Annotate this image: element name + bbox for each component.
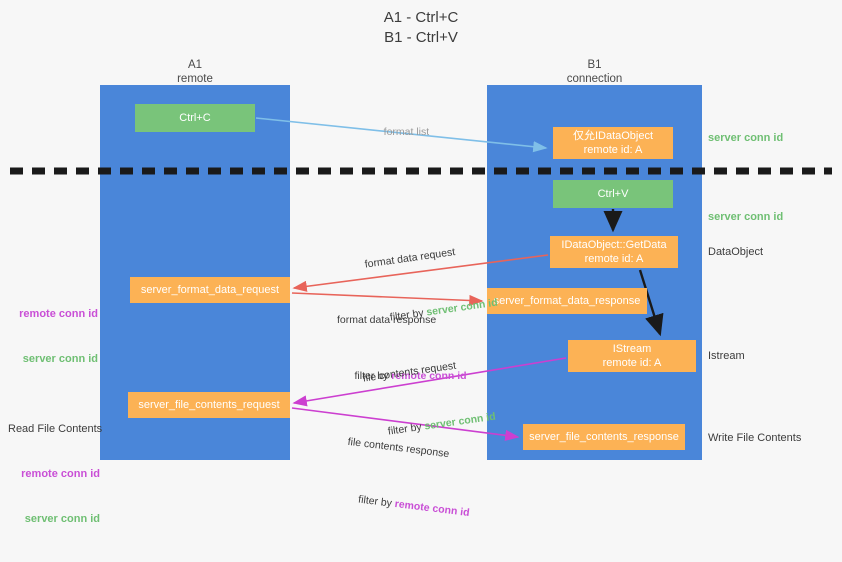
annotation-write-file-contents: Write File Contents	[708, 432, 802, 444]
box-idataobject[interactable]: 仅允IDataObject remote id: A	[553, 127, 673, 159]
annotation-read-file-group: Read File Contents remote conn id server…	[8, 392, 103, 557]
page-title: A1 - Ctrl+C B1 - Ctrl+V	[0, 8, 842, 48]
box-ctrl-c[interactable]: Ctrl+C	[135, 104, 255, 132]
box-istream[interactable]: IStream remote id: A	[568, 340, 696, 372]
box-server-format-data-response-label: server_format_data_response	[493, 295, 641, 307]
box-istream-remote-id: remote id: A	[602, 357, 662, 369]
annotation-server-conn-id-lower: server conn id	[24, 513, 100, 525]
box-idataobject-remote-id: remote id: A	[583, 144, 643, 156]
box-idataobject-getdata[interactable]: IDataObject::GetData remote id: A	[550, 236, 678, 268]
filter-value-remote-conn-id: remote conn id	[391, 370, 467, 382]
annotation-read-file-contents: Read File Contents	[8, 423, 103, 435]
box-ctrl-v[interactable]: Ctrl+V	[553, 180, 673, 208]
lane-a1-title: A1	[187, 59, 203, 71]
title-line-2: B1 - Ctrl+V	[384, 29, 458, 46]
arrow-label-file-contents-response: file contents response filter by remote …	[335, 407, 481, 562]
box-server-file-contents-request-label: server_file_contents_request	[138, 399, 280, 411]
arrow-label-format-data-response-filter: filter by remote conn id	[337, 355, 467, 397]
arrow-label-format-data-response: format data response filter by remote co…	[337, 285, 467, 425]
arrow-label-format-list-text: format list	[383, 126, 430, 138]
box-server-format-data-request-label: server_format_data_request	[140, 284, 280, 296]
box-istream-title: IStream	[612, 343, 652, 355]
lane-header-b1: B1 connection	[487, 58, 702, 86]
filter-prefix: filter by	[357, 493, 396, 510]
lane-a1-subtitle: remote	[177, 73, 213, 85]
box-server-file-contents-request[interactable]: server_file_contents_request	[128, 392, 290, 418]
box-idataobject-title: 仅允IDataObject	[572, 130, 654, 142]
box-ctrl-c-label: Ctrl+C	[179, 112, 211, 124]
box-server-format-data-request[interactable]: server_format_data_request	[130, 277, 290, 303]
lane-b1-subtitle: connection	[566, 73, 623, 85]
annotation-dataobject: DataObject	[708, 246, 764, 258]
arrow-label-format-data-response-title: format data response	[337, 314, 437, 326]
box-getdata-remote-id: remote id: A	[584, 253, 644, 265]
annotation-server-conn-id-mid: server conn id	[708, 211, 784, 223]
box-server-file-contents-response-label: server_file_contents_response	[529, 431, 679, 443]
box-server-format-data-response[interactable]: server_format_data_response	[487, 288, 647, 314]
annotation-conn-ids-upper: remote conn id server conn id	[8, 277, 98, 397]
annotation-remote-conn-id-lower: remote conn id	[21, 468, 100, 480]
arrow-label-file-contents-response-filter: filter by remote conn id	[338, 476, 472, 533]
filter-prefix: filter by	[354, 370, 392, 382]
annotation-remote-conn-id-upper: remote conn id	[19, 308, 98, 320]
arrow-label-file-contents-request-title: file contents request	[362, 359, 457, 385]
lane-header-a1: A1 remote	[100, 58, 290, 86]
title-line-1: A1 - Ctrl+C	[383, 9, 459, 26]
box-ctrl-v-label: Ctrl+V	[597, 188, 629, 200]
arrow-label-format-data-request-title: format data request	[364, 246, 456, 271]
annotation-server-conn-id-top: server conn id	[708, 132, 784, 144]
filter-value-remote-conn-id: remote conn id	[394, 497, 471, 520]
box-getdata-title: IDataObject::GetData	[561, 239, 667, 251]
diagram-canvas: A1 - Ctrl+C B1 - Ctrl+V A1 remote B1 con…	[0, 8, 842, 525]
annotation-istream: Istream	[708, 350, 745, 362]
lane-b1-title: B1	[587, 59, 602, 71]
arrow-label-format-list: format list	[372, 111, 430, 153]
box-server-file-contents-response[interactable]: server_file_contents_response	[523, 424, 685, 450]
annotation-server-conn-id-upper: server conn id	[22, 353, 98, 365]
arrow-label-file-contents-response-title: file contents response	[347, 435, 450, 461]
phase-separator	[10, 167, 832, 175]
